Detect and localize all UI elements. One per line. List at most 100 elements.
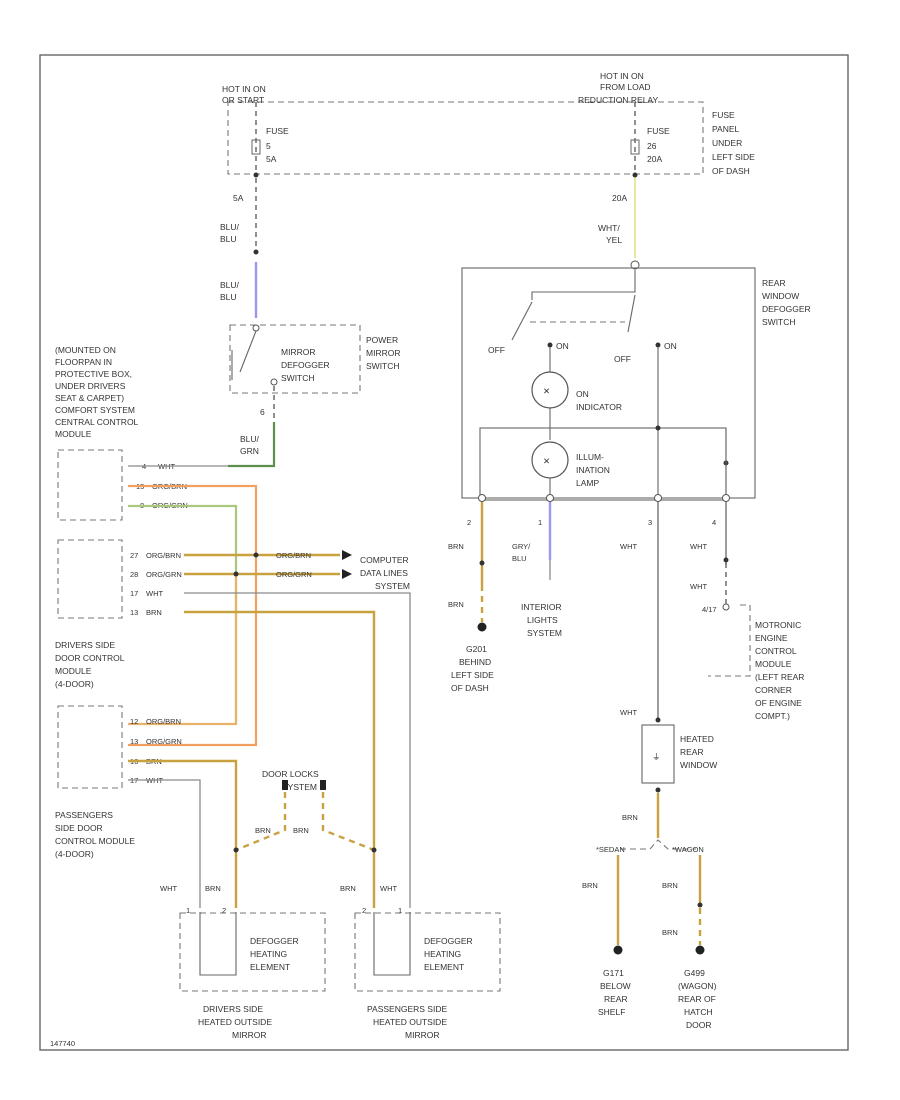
hot-left-label-2: OR START	[222, 95, 264, 105]
sedan-label: *SEDAN	[596, 845, 625, 854]
motronic-pin: 4/17	[702, 605, 717, 614]
sw-pin-4: 4	[712, 518, 716, 527]
motronic-box	[708, 604, 751, 677]
dr-def-el-2: HEATING	[250, 949, 287, 959]
dr-pin-2-wire: ORG/GRN	[146, 570, 182, 579]
wire-ps-wht	[128, 779, 201, 908]
dr-heating-element	[199, 912, 237, 976]
gry-blu-a: GRY/	[512, 542, 531, 551]
fuse-panel-label-4: LEFT SIDE	[712, 152, 755, 162]
rear-switch-splice	[655, 425, 661, 431]
dr-brn-label: BRN	[205, 884, 221, 893]
dr-heating-element-box	[179, 912, 326, 992]
drivers-door-module-box	[57, 539, 123, 619]
wire-dls-brn-2	[321, 792, 375, 852]
ccm-label-3: PROTECTIVE BOX,	[55, 369, 132, 379]
blu-1b: BLU	[220, 234, 237, 244]
sw-pin-3: 3	[648, 518, 652, 527]
hot-right-label-1: HOT IN ON	[600, 71, 644, 81]
hot-left-label-1: HOT IN ON	[222, 84, 266, 94]
g201-label-3: LEFT SIDE	[451, 670, 494, 680]
g201-label-1: G201	[466, 644, 487, 654]
fuse-5-terminal	[253, 172, 259, 178]
dr-el-pin-1: 1	[186, 906, 190, 915]
heated-rear-window-box	[641, 724, 675, 784]
wire-dr-brn	[184, 610, 376, 908]
mirror-switch-pin-bot	[270, 378, 278, 386]
blu-grn-b: GRN	[240, 446, 259, 456]
door-locks-label-1: DOOR LOCKS	[262, 769, 319, 779]
fuse-panel-label-2: PANEL	[712, 124, 740, 134]
hrw-label-1: HEATED	[680, 734, 714, 744]
fuse-5-icon	[251, 139, 261, 155]
ps-wht-label: WHT	[380, 884, 397, 893]
ps-module-label-3: CONTROL MODULE	[55, 836, 135, 846]
ils-label-1: INTERIOR	[521, 602, 562, 612]
sw-pin-2: 2	[467, 518, 471, 527]
hot-right-label-3: REDUCTION RELAY	[578, 95, 658, 105]
ps-el-pin-1: 2	[362, 906, 366, 915]
sw-pin-4-icon	[722, 494, 730, 502]
fuse-26-icon	[630, 139, 640, 155]
hot-right-label-2: FROM LOAD	[600, 82, 651, 92]
cdl-wire-2: ORG/GRN	[276, 570, 312, 579]
sw-wht-4b: WHT	[690, 582, 707, 591]
ps-brn-label: BRN	[340, 884, 356, 893]
motronic-label-6: CORNER	[755, 685, 792, 695]
rear-switch-contact-2	[655, 342, 661, 348]
ccm-box	[57, 449, 123, 521]
mirror-sw-label-2: DEFOGGER	[281, 360, 330, 370]
fuse-left-label-3: 5A	[266, 154, 277, 164]
motronic-label-5: (LEFT REAR	[755, 672, 804, 682]
hrw-brn: BRN	[622, 813, 638, 822]
splice-s7	[697, 902, 703, 908]
ccm-label-5: SEAT & CARPET)	[55, 393, 124, 403]
ccm-label-4: UNDER DRIVERS	[55, 381, 126, 391]
dr-pin-3-wire: WHT	[146, 589, 163, 598]
g201-label-4: OF DASH	[451, 683, 489, 693]
door-locks-conn-1	[282, 780, 288, 790]
sw-pin-1: 1	[538, 518, 542, 527]
sw-wht-3: WHT	[620, 542, 637, 551]
rear-def-label-1: REAR	[762, 278, 786, 288]
dr-el-pin-2: 2	[222, 906, 226, 915]
connector-c1	[253, 249, 259, 255]
wire-dls-brn-1	[235, 792, 287, 852]
dr-pin-1-wire: ORG/BRN	[146, 551, 181, 560]
illum-symbol: ✕	[543, 456, 550, 466]
rear-def-label-4: SWITCH	[762, 317, 796, 327]
rb-brn-1: BRN	[582, 881, 598, 890]
g499-label-2: (WAGON)	[678, 981, 717, 991]
mirror-sw-label-1: MIRROR	[281, 347, 315, 357]
dr-mirror-label-3: MIRROR	[232, 1030, 266, 1040]
sw-brn-1: BRN	[448, 542, 464, 551]
g201-label-2: BEHIND	[459, 657, 491, 667]
dr-pin-2: 28	[130, 570, 138, 579]
splice-s2	[233, 571, 239, 577]
sw-brn-2: BRN	[448, 600, 464, 609]
wire-ccm-org-brn	[128, 484, 258, 747]
hrw-terminal-bot	[655, 787, 661, 793]
wire-ps-brn	[128, 759, 238, 908]
ps-module-label-1: PASSENGERS	[55, 810, 113, 820]
blu-grn-a: BLU/	[240, 434, 260, 444]
cdl-label-3: SYSTEM	[375, 581, 410, 591]
rear-def-label-3: DEFOGGER	[762, 304, 811, 314]
blu-2b: BLU	[220, 292, 237, 302]
rb-brn-2: BRN	[662, 881, 678, 890]
sw-wht-4: WHT	[690, 542, 707, 551]
fuse-left-label-1: FUSE	[266, 126, 289, 136]
ccm-label-1: (MOUNTED ON	[55, 345, 116, 355]
fuse-left-label-2: 5	[266, 141, 271, 151]
wht-yel-b: YEL	[606, 235, 622, 245]
wire-ccm-org-grn	[128, 504, 238, 724]
motronic-label-4: MODULE	[755, 659, 792, 669]
cdl-label-2: DATA LINES	[360, 568, 408, 578]
wire-blu-grn	[228, 422, 276, 468]
dr-module-label-1: DRIVERS SIDE	[55, 640, 115, 650]
splice-s3	[233, 847, 239, 853]
pin-6-label: 6	[260, 407, 265, 417]
ps-el-pin-2: 1	[398, 906, 402, 915]
ps-module-label-2: SIDE DOOR	[55, 823, 103, 833]
